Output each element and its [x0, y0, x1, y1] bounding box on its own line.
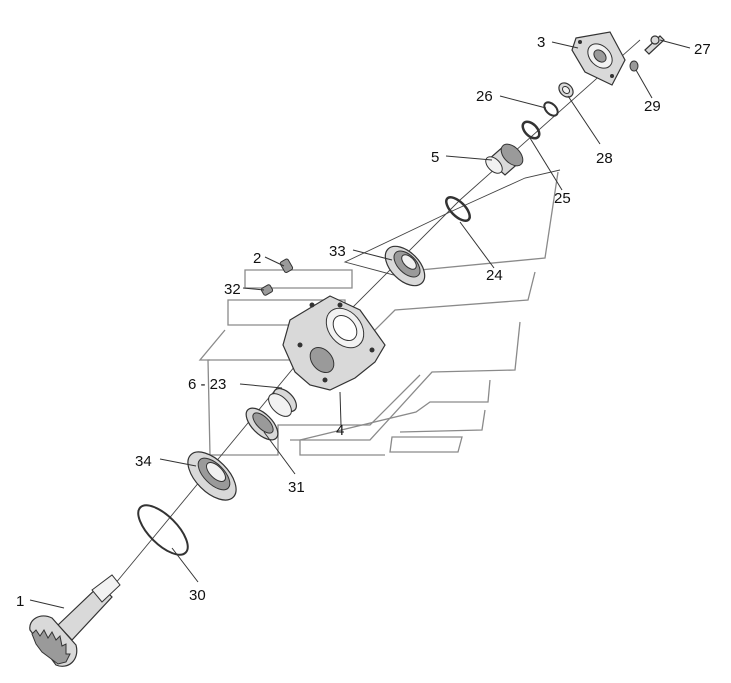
seal-31	[245, 407, 279, 441]
washer-26	[543, 101, 559, 117]
label-5: 5	[431, 149, 439, 166]
breather-32	[260, 284, 274, 296]
label-3: 3	[537, 34, 545, 51]
label-4: 4	[336, 422, 344, 439]
watermark-logo	[198, 171, 559, 456]
bolt-27	[644, 35, 665, 55]
label-31: 31	[288, 479, 305, 496]
bearing-34	[187, 451, 237, 501]
label-2: 2	[253, 250, 261, 267]
gearbox-housing	[282, 295, 386, 391]
bearing-33	[384, 245, 426, 287]
o-ring	[137, 504, 189, 556]
flange-cover	[571, 31, 626, 86]
callout-labels: 1 2 3 4 5 6 - 23 24 25 26 27 28 29 30 31…	[16, 34, 711, 610]
label-32: 32	[224, 281, 241, 298]
washer-25	[521, 120, 541, 140]
assembly-axes	[109, 39, 641, 591]
label-27: 27	[694, 41, 711, 58]
spacer-sleeve	[268, 387, 298, 417]
label-6-23: 6 - 23	[188, 376, 226, 393]
gear-5	[485, 143, 524, 176]
leader-lines	[29, 39, 691, 609]
label-33: 33	[329, 243, 346, 260]
label-29: 29	[644, 98, 661, 115]
label-24: 24	[486, 267, 503, 284]
label-1: 1	[16, 593, 24, 610]
shim-ring-24	[445, 196, 471, 222]
label-30: 30	[189, 587, 206, 604]
bevel-pinion-shaft	[29, 574, 121, 667]
label-34: 34	[135, 453, 152, 470]
label-25: 25	[554, 190, 571, 207]
label-28: 28	[596, 150, 613, 167]
plug-2	[279, 258, 294, 273]
nut-29	[629, 60, 639, 72]
label-26: 26	[476, 88, 493, 105]
nut-28	[558, 82, 574, 98]
